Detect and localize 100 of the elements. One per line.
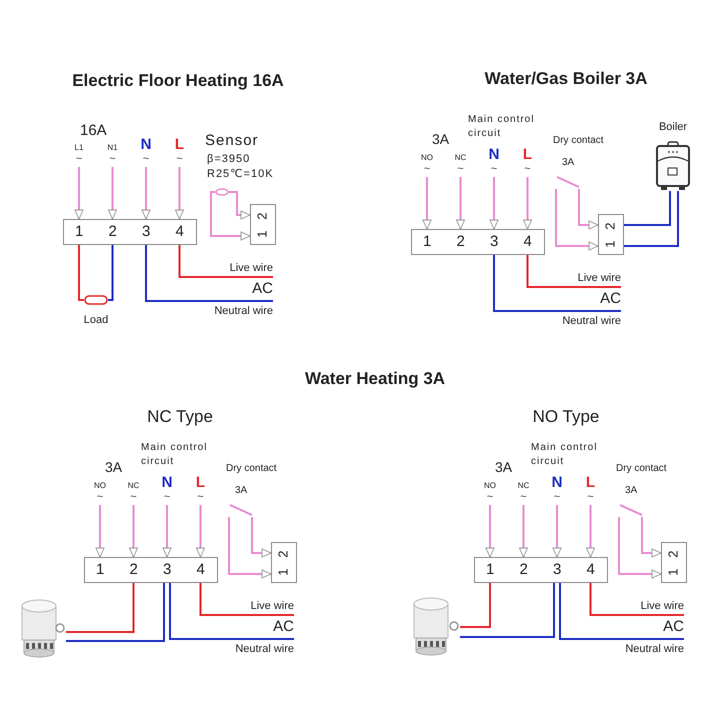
ac-label: AC [252,281,273,298]
terminal-number: 4 [524,234,532,250]
terminal-label: N [160,475,174,492]
current-rating: 3A [235,485,248,496]
ac-label: AC [600,291,621,308]
pin-number: 2 [276,550,291,558]
terminal-block [63,219,197,245]
current-rating: 16A [80,123,107,140]
wire [108,167,117,220]
pin-number: 2 [666,550,681,558]
dry-contact-label: Dry contact [616,463,667,474]
wire-label: Neutral wire [214,305,273,318]
ac-symbol: ~ [96,491,104,504]
section-title: Water/Gas Boiler 3A [484,70,648,89]
wire [456,177,465,230]
ac-symbol: ~ [552,491,562,504]
wire [178,245,273,278]
wire [251,517,272,558]
current-rating: 3A [625,485,638,496]
wire [422,177,432,230]
wire [578,189,598,230]
terminal-number: 3 [553,562,562,578]
terminal-label: NC [454,154,468,163]
terminal-label: L [522,147,534,164]
wire [523,177,532,230]
current-rating: 3A [432,132,450,148]
terminal-number: 2 [130,562,138,578]
wire [490,177,498,230]
pin-number: 1 [276,568,291,576]
subsection-title: NO Type [532,408,600,427]
wire [624,191,679,247]
wire [210,191,250,240]
wire [74,167,84,220]
part-label: Load [84,314,108,326]
terminal-number: 4 [196,562,205,578]
sensor-spec: R25℃=10K [207,168,274,180]
dry-contact-label: Dry contact [226,463,277,474]
terminal-label: NC [126,482,140,491]
sensor-spec: β=3950 [207,153,250,166]
terminal-number: 1 [486,562,494,578]
circuit-label: Main control circuit [531,441,598,469]
subsection-title: NC Type [147,408,213,427]
wire [460,583,555,638]
wire [108,245,114,301]
wire [486,505,494,558]
terminal-label: N [488,147,500,164]
wire [229,191,250,220]
ac-label: AC [663,619,684,636]
wire-label: Live wire [578,272,621,284]
circuit-label: Main control circuit [141,441,208,469]
current-rating: 3A [562,157,574,168]
terminal-number: 3 [490,234,498,250]
ac-symbol: ~ [162,491,172,504]
ac-symbol: ~ [422,163,432,176]
ac-symbol: ~ [523,163,532,176]
terminal-number: 4 [586,562,595,578]
wire [586,505,595,558]
sensor-label: Sensor [205,133,259,150]
current-rating: 3A [495,460,512,476]
part-label: Boiler [658,121,688,134]
pin-number: 2 [603,222,618,230]
pin-number: 2 [255,212,270,220]
wire [66,583,134,633]
terminal-number: 4 [176,224,184,240]
wire [618,517,662,578]
contact-terminal-block [661,542,687,583]
wire [78,245,84,301]
wire [624,191,671,226]
terminal-number: 3 [142,224,150,240]
wire-label: Live wire [640,600,684,612]
section-title: Water Heating 3A [304,370,446,389]
terminal-number: 2 [520,562,528,578]
wire [200,583,294,616]
ac-symbol: ~ [586,491,595,504]
terminal-label: NO [420,154,434,163]
terminal-label: N [140,137,152,154]
terminal-label: L [174,137,186,154]
terminal-block [84,557,218,583]
wire-label: Live wire [250,600,294,612]
terminal-label: L [584,475,596,492]
wire-label: Neutral wire [625,643,684,656]
wire [96,505,104,558]
wire [526,255,621,288]
terminal-label: N1 [106,144,119,153]
contact-terminal-block [250,204,276,245]
wire [641,517,662,558]
wire [590,583,684,616]
circuit-label: Main control circuit [468,113,536,141]
wire [552,505,562,558]
wire-label: Live wire [230,262,273,274]
pin-number: 1 [255,230,270,238]
pin-number: 1 [666,568,681,576]
ac-symbol: ~ [519,491,528,504]
ac-symbol: ~ [490,163,498,176]
terminal-label: N [550,475,564,492]
wire [145,245,273,302]
wire [493,255,621,312]
terminal-block [411,229,545,255]
ac-label: AC [273,619,294,636]
wire [162,505,172,558]
